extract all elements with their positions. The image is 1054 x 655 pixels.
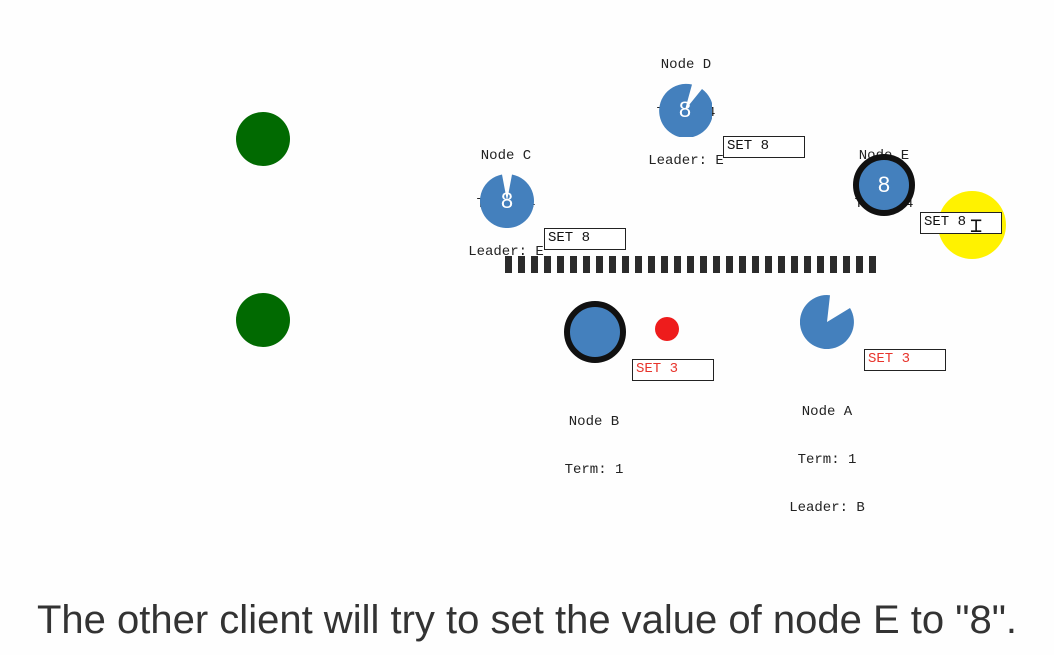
uncommitted-entry-dot (655, 317, 679, 341)
message-set8-to-d: SET 8 (723, 136, 805, 158)
network-partition (505, 256, 882, 273)
text-cursor-icon: ⌶ (970, 216, 983, 239)
message-set3-to-a: SET 3 (864, 349, 946, 371)
node-d-value: 8 (678, 97, 692, 122)
node-e[interactable]: 8 (853, 154, 915, 216)
node-b[interactable] (564, 301, 626, 363)
node-a-label: Node A Term: 1 Leader: B (767, 372, 887, 532)
node-c-name: Node C (480, 148, 532, 164)
node-d-name: Node D (660, 57, 712, 73)
node-b-term: Term: 1 (564, 462, 624, 478)
node-a-leader: Leader: B (789, 500, 865, 516)
client-top (236, 112, 290, 166)
node-d[interactable]: 8 (658, 83, 712, 137)
node-b-name: Node B (568, 414, 620, 430)
message-set3-to-b: SET 3 (632, 359, 714, 381)
node-d-leader: Leader: E (648, 153, 724, 169)
node-a[interactable] (800, 295, 854, 349)
client-bottom (236, 293, 290, 347)
node-c-value: 8 (500, 188, 514, 213)
node-a-term: Term: 1 (797, 452, 857, 468)
caption: The other client will try to set the val… (36, 598, 1018, 642)
node-c[interactable]: 8 (480, 174, 534, 228)
message-set8-to-c: SET 8 (544, 228, 626, 250)
message-set8-to-e: SET 8 (920, 212, 1002, 234)
node-b-label: Node B Term: 1 (534, 382, 654, 494)
node-a-name: Node A (801, 404, 853, 420)
node-e-value: 8 (877, 172, 891, 197)
